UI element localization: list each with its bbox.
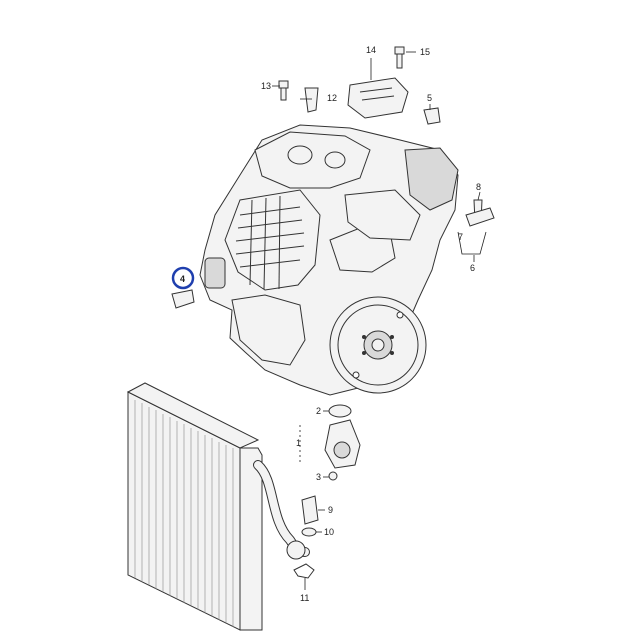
part-13-bolt	[278, 80, 289, 101]
callout-8: 8	[476, 182, 481, 192]
callout-13: 13	[261, 81, 271, 91]
flywheel	[329, 296, 427, 394]
callout-3: 3	[316, 472, 321, 482]
highlight-ring	[171, 266, 195, 290]
part-9-sensor	[301, 495, 319, 525]
callout-14: 14	[366, 45, 376, 55]
callout-15: 15	[420, 47, 430, 57]
callout-1: 1	[296, 438, 301, 448]
part-5-sensor	[423, 107, 441, 125]
callout-7: 7	[458, 232, 463, 242]
part-2-o-ring	[328, 404, 352, 418]
callout-4: 4	[180, 274, 185, 284]
callout-9: 9	[328, 505, 333, 515]
callout-12: 12	[327, 93, 337, 103]
callout-6: 6	[470, 263, 475, 273]
part-4-sensor	[171, 289, 195, 309]
part-3-seal	[328, 471, 338, 481]
part-12-sensor	[304, 87, 319, 113]
part-10-o-ring	[301, 527, 317, 537]
radiator	[126, 382, 263, 631]
callout-5: 5	[427, 93, 432, 103]
callout-10: 10	[324, 527, 334, 537]
part-7-sensor	[465, 207, 495, 227]
callout-2: 2	[316, 406, 321, 416]
part-15-bolt	[394, 46, 405, 69]
engine-assembly	[199, 124, 459, 396]
leader-lines	[272, 51, 481, 590]
callout-11: 11	[300, 593, 309, 603]
part-11-clip	[293, 563, 315, 579]
